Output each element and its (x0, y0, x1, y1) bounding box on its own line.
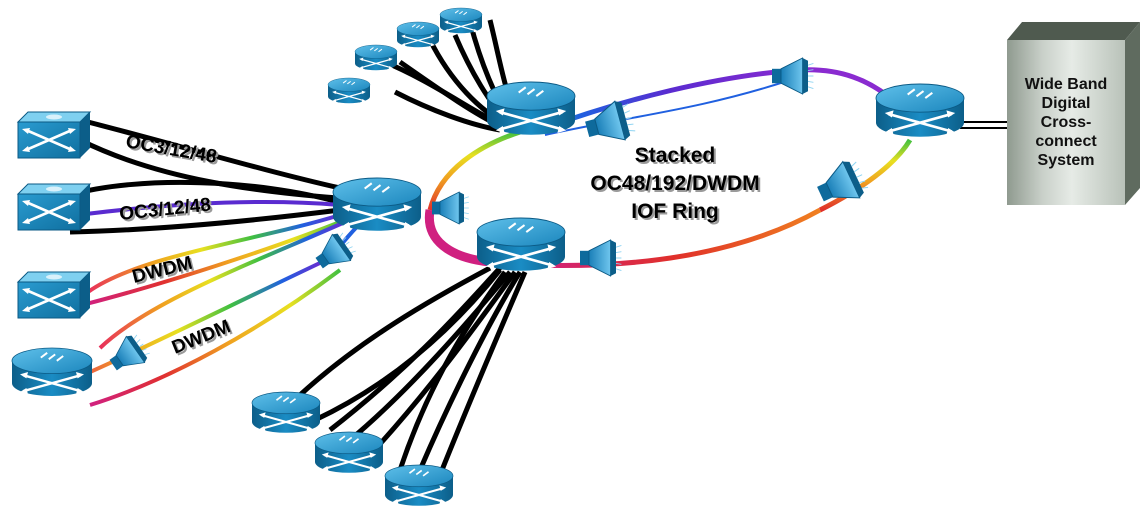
oc-link (69, 179, 339, 205)
oc-link (79, 117, 341, 191)
dwdm-label-bottom: DWDM (169, 316, 234, 358)
fiber-link (397, 270, 508, 471)
atm-switch-icon (16, 182, 92, 232)
svg-text:IOF Ring: IOF Ring (633, 202, 721, 225)
fiber-link (368, 270, 518, 457)
dwdm-multiplexer-icon (581, 97, 638, 150)
atm-switch-icon (16, 270, 92, 320)
dwdm-multiplexer-icon (431, 191, 470, 225)
oc-link-colored (85, 199, 341, 216)
router-icon (874, 82, 966, 139)
svg-text:OC48/192/DWDM: OC48/192/DWDM (592, 174, 761, 197)
dwdm-multiplexer-icon (771, 57, 814, 95)
router-icon (475, 216, 567, 273)
router-icon (383, 463, 455, 507)
ring-label: Stacked Stacked OC48/192/DWDM OC48/192/D… (590, 144, 761, 225)
router-icon (331, 176, 423, 233)
dwdm-link (59, 260, 323, 387)
svg-text:Stacked: Stacked (637, 146, 718, 169)
fiber-link (437, 271, 528, 476)
wideband-dcs-label: Wide Band Digital Cross-connect System (1024, 76, 1108, 169)
router-icon (485, 80, 577, 137)
atm-switch-icon (16, 110, 92, 160)
links (59, 19, 1010, 476)
wideband-box-3d (1007, 22, 1140, 205)
router-icon (250, 390, 322, 434)
router-icon (396, 21, 440, 48)
dwdm-link (85, 218, 346, 306)
fiber-link (393, 89, 501, 133)
fiber-link (328, 266, 502, 432)
ring-label-line3: IOF Ring (631, 200, 719, 223)
oc-link (69, 207, 341, 235)
router-icon (313, 430, 385, 474)
router-icon (354, 44, 398, 71)
wideband-link (960, 121, 1010, 129)
router-icon (327, 77, 371, 104)
ring-label-line2: OC48/192/DWDM (590, 172, 759, 195)
fiber-link (298, 265, 492, 397)
ring-label-line1: Stacked (635, 144, 716, 167)
wideband-dcs-box: Wide Band Digital Cross-connect System (1007, 40, 1125, 205)
router-icon (10, 346, 94, 398)
dwdm-link (86, 213, 341, 294)
dwdm-multiplexer-icon (579, 239, 622, 277)
router-icon (439, 7, 483, 34)
dwdm-link (98, 220, 346, 350)
dwdm-link (89, 268, 342, 407)
fiber-link (417, 270, 523, 471)
